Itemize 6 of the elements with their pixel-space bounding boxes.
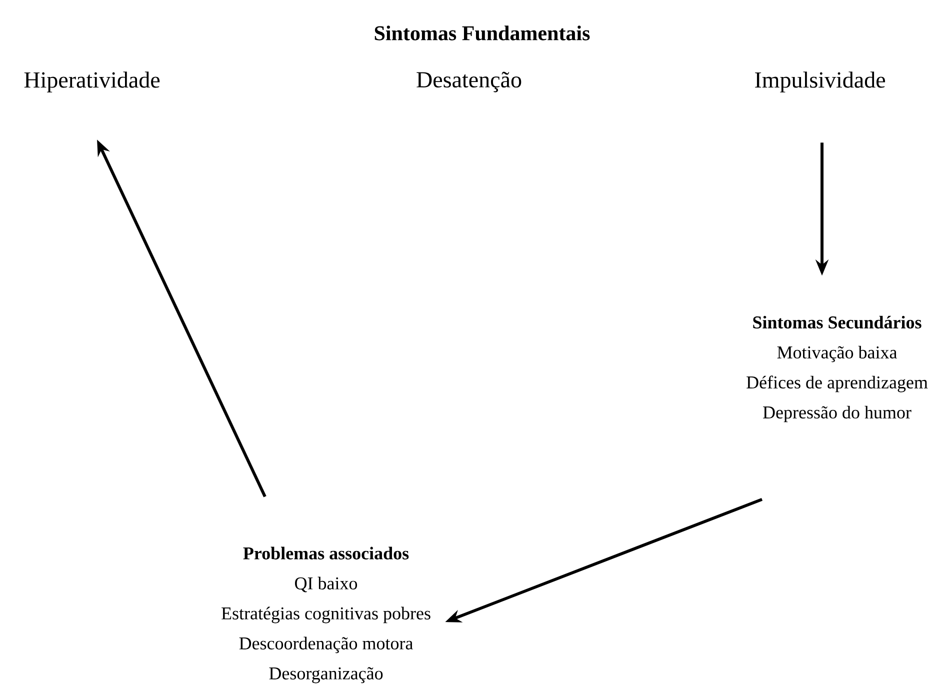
symptom-label: Hiperatividade: [24, 72, 160, 92]
symptom-list: Problemas associados QI baixo Estratégias cognitivas pobres Descoordenação motora Desorganização: [222, 546, 430, 684]
symptom-label: Impulsividade: [755, 72, 886, 92]
heading: Sintomas Fundamentais: [374, 26, 590, 40]
symptom-label: Desatenção: [416, 72, 522, 92]
symptom-list: Sintomas Secundários Motivação baixa Défices de aprendizagem Depressão do humor: [746, 316, 928, 422]
